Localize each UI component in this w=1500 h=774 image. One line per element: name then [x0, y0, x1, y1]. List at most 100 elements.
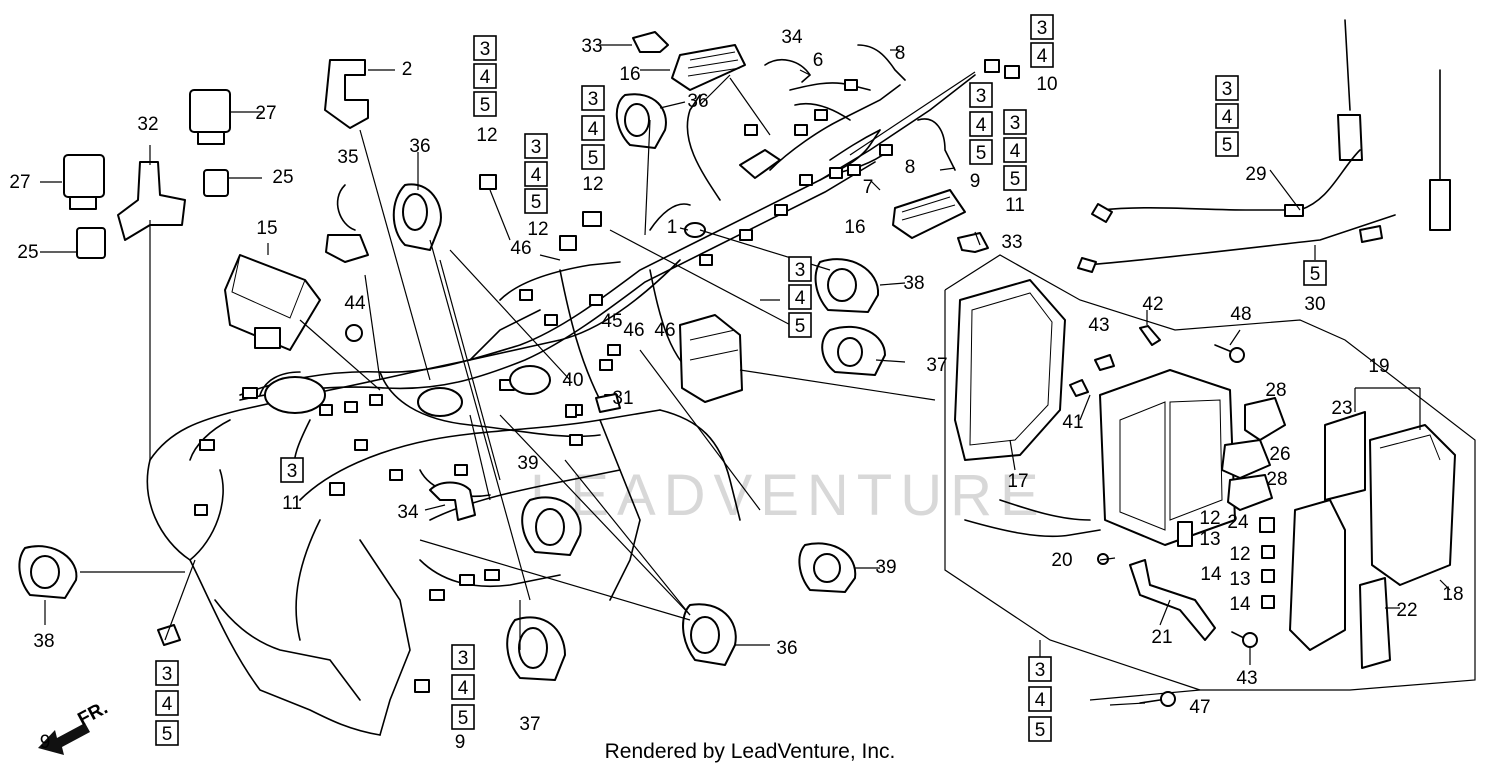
boxed-callout-label-3: 3	[162, 664, 173, 685]
boxed-callout-label-4: 4	[458, 678, 469, 699]
part-13-fuse	[1261, 569, 1275, 583]
callout-label-16: 16	[619, 64, 640, 85]
callout-label-2: 2	[402, 59, 413, 80]
callout-label-26: 26	[1269, 444, 1290, 465]
callout-label-7: 7	[863, 177, 874, 198]
callout-label-20: 20	[1051, 550, 1072, 571]
boxed-callout-label-3: 3	[458, 648, 469, 669]
part-39-clamp-a	[521, 496, 582, 556]
callout-label-19: 19	[1368, 356, 1389, 377]
boxed-callout-frame	[1030, 14, 1054, 40]
callout-label-27: 27	[9, 172, 30, 193]
part-48-bolt	[1214, 344, 1245, 363]
callout-label-11: 11	[1005, 195, 1025, 216]
callout-label-14: 14	[1229, 594, 1251, 615]
boxed-callout-frame	[788, 312, 812, 338]
boxed-callout-label-4: 4	[588, 119, 599, 140]
boxed-callout-label-4: 4	[1037, 46, 1048, 67]
callout-label-9: 9	[40, 732, 51, 753]
part-26-relay	[1221, 439, 1271, 479]
boxed-callout-frame	[451, 644, 475, 670]
credit-text: Rendered by LeadVenture, Inc.	[604, 740, 896, 763]
part-41-bolt	[1069, 354, 1115, 397]
part-38-clamp-b	[18, 545, 78, 599]
part-16-cover-top	[671, 44, 746, 91]
part-44	[345, 324, 363, 342]
part-40	[565, 404, 577, 418]
part-15-control-unit	[224, 254, 321, 351]
callout-label-37: 37	[926, 355, 947, 376]
callout-label-28: 28	[1266, 469, 1287, 490]
part-19-cover	[1369, 424, 1456, 586]
boxed-callout-frame	[1003, 165, 1027, 191]
part-42-bolt	[1139, 325, 1161, 346]
boxed-callout-label-3: 3	[480, 39, 491, 60]
callout-label-35: 35	[337, 147, 358, 168]
part-18-cover	[1289, 499, 1346, 651]
boxed-callout-label-4: 4	[162, 694, 173, 715]
part-34-strap-lower	[429, 481, 476, 521]
boxed-callout-label-4: 4	[795, 288, 806, 309]
boxed-callout-label-5: 5	[1035, 720, 1046, 741]
main-fuse-block	[964, 369, 1236, 546]
part-12-connector-c	[559, 235, 577, 251]
boxed-callout-frame	[581, 115, 605, 141]
boxed-callout-label-3: 3	[588, 89, 599, 110]
callout-label-43: 43	[1088, 315, 1109, 336]
part-25-upper	[203, 169, 229, 197]
callout-label-46: 46	[623, 320, 644, 341]
part-12-13-fuse-left	[1177, 521, 1193, 547]
part-32-bracket	[117, 161, 186, 241]
boxed-callout-label-3: 3	[795, 260, 806, 281]
boxed-callout-frame	[581, 85, 605, 111]
callout-label-36: 36	[409, 136, 430, 157]
callout-label-27: 27	[255, 103, 276, 124]
callout-label-36: 36	[687, 91, 708, 112]
boxed-callout-frame	[473, 91, 497, 117]
callout-label-13: 13	[1229, 569, 1250, 590]
part-dash-cover	[679, 314, 743, 403]
part-24	[1259, 517, 1275, 533]
boxed-callout-label-5: 5	[162, 724, 173, 745]
boxed-callout-frame	[1003, 137, 1027, 163]
part-35-cable-clamp	[325, 184, 369, 263]
part-14-fuse	[1261, 595, 1275, 609]
part-38-clamp-a	[814, 258, 880, 313]
callout-label-12: 12	[1229, 544, 1250, 565]
boxed-callout-frame	[524, 133, 548, 159]
part-12-fuse	[1261, 545, 1275, 559]
boxed-callout-frame	[788, 256, 812, 282]
callout-label-32: 32	[137, 114, 158, 135]
boxed-callout-label-5: 5	[480, 95, 491, 116]
callout-label-16: 16	[844, 217, 865, 238]
callout-label-25: 25	[272, 167, 293, 188]
part-36-clamp-a	[392, 183, 442, 251]
boxed-callout-frame	[969, 82, 993, 108]
boxed-callout-frame	[155, 720, 179, 746]
callout-label-38: 38	[33, 631, 54, 652]
callout-label-41: 41	[1062, 412, 1083, 433]
callout-label-31: 31	[612, 388, 633, 409]
front-direction-label: FR.	[74, 698, 111, 731]
boxed-callout-frame	[524, 161, 548, 187]
fusebox-outline	[944, 254, 1476, 701]
boxed-callout-label-4: 4	[480, 67, 491, 88]
boxed-callout-frame	[155, 690, 179, 716]
part-6-sub-harness	[789, 79, 871, 136]
boxed-callout-frame	[1028, 656, 1052, 682]
boxed-callout-label-3: 3	[976, 86, 987, 107]
boxed-callout-frame	[788, 284, 812, 310]
boxed-callout-frame	[473, 35, 497, 61]
callout-label-42: 42	[1142, 294, 1163, 315]
boxed-callout-frame	[524, 188, 548, 214]
part-25-lower	[76, 227, 106, 259]
boxed-callout-label-3: 3	[1037, 18, 1048, 39]
part-22-sheet	[1359, 577, 1391, 669]
boxed-callout-label-3: 3	[531, 137, 542, 158]
callout-label-36: 36	[776, 638, 797, 659]
boxed-callout-label-5: 5	[795, 316, 806, 337]
callout-label-29: 29	[1245, 164, 1266, 185]
